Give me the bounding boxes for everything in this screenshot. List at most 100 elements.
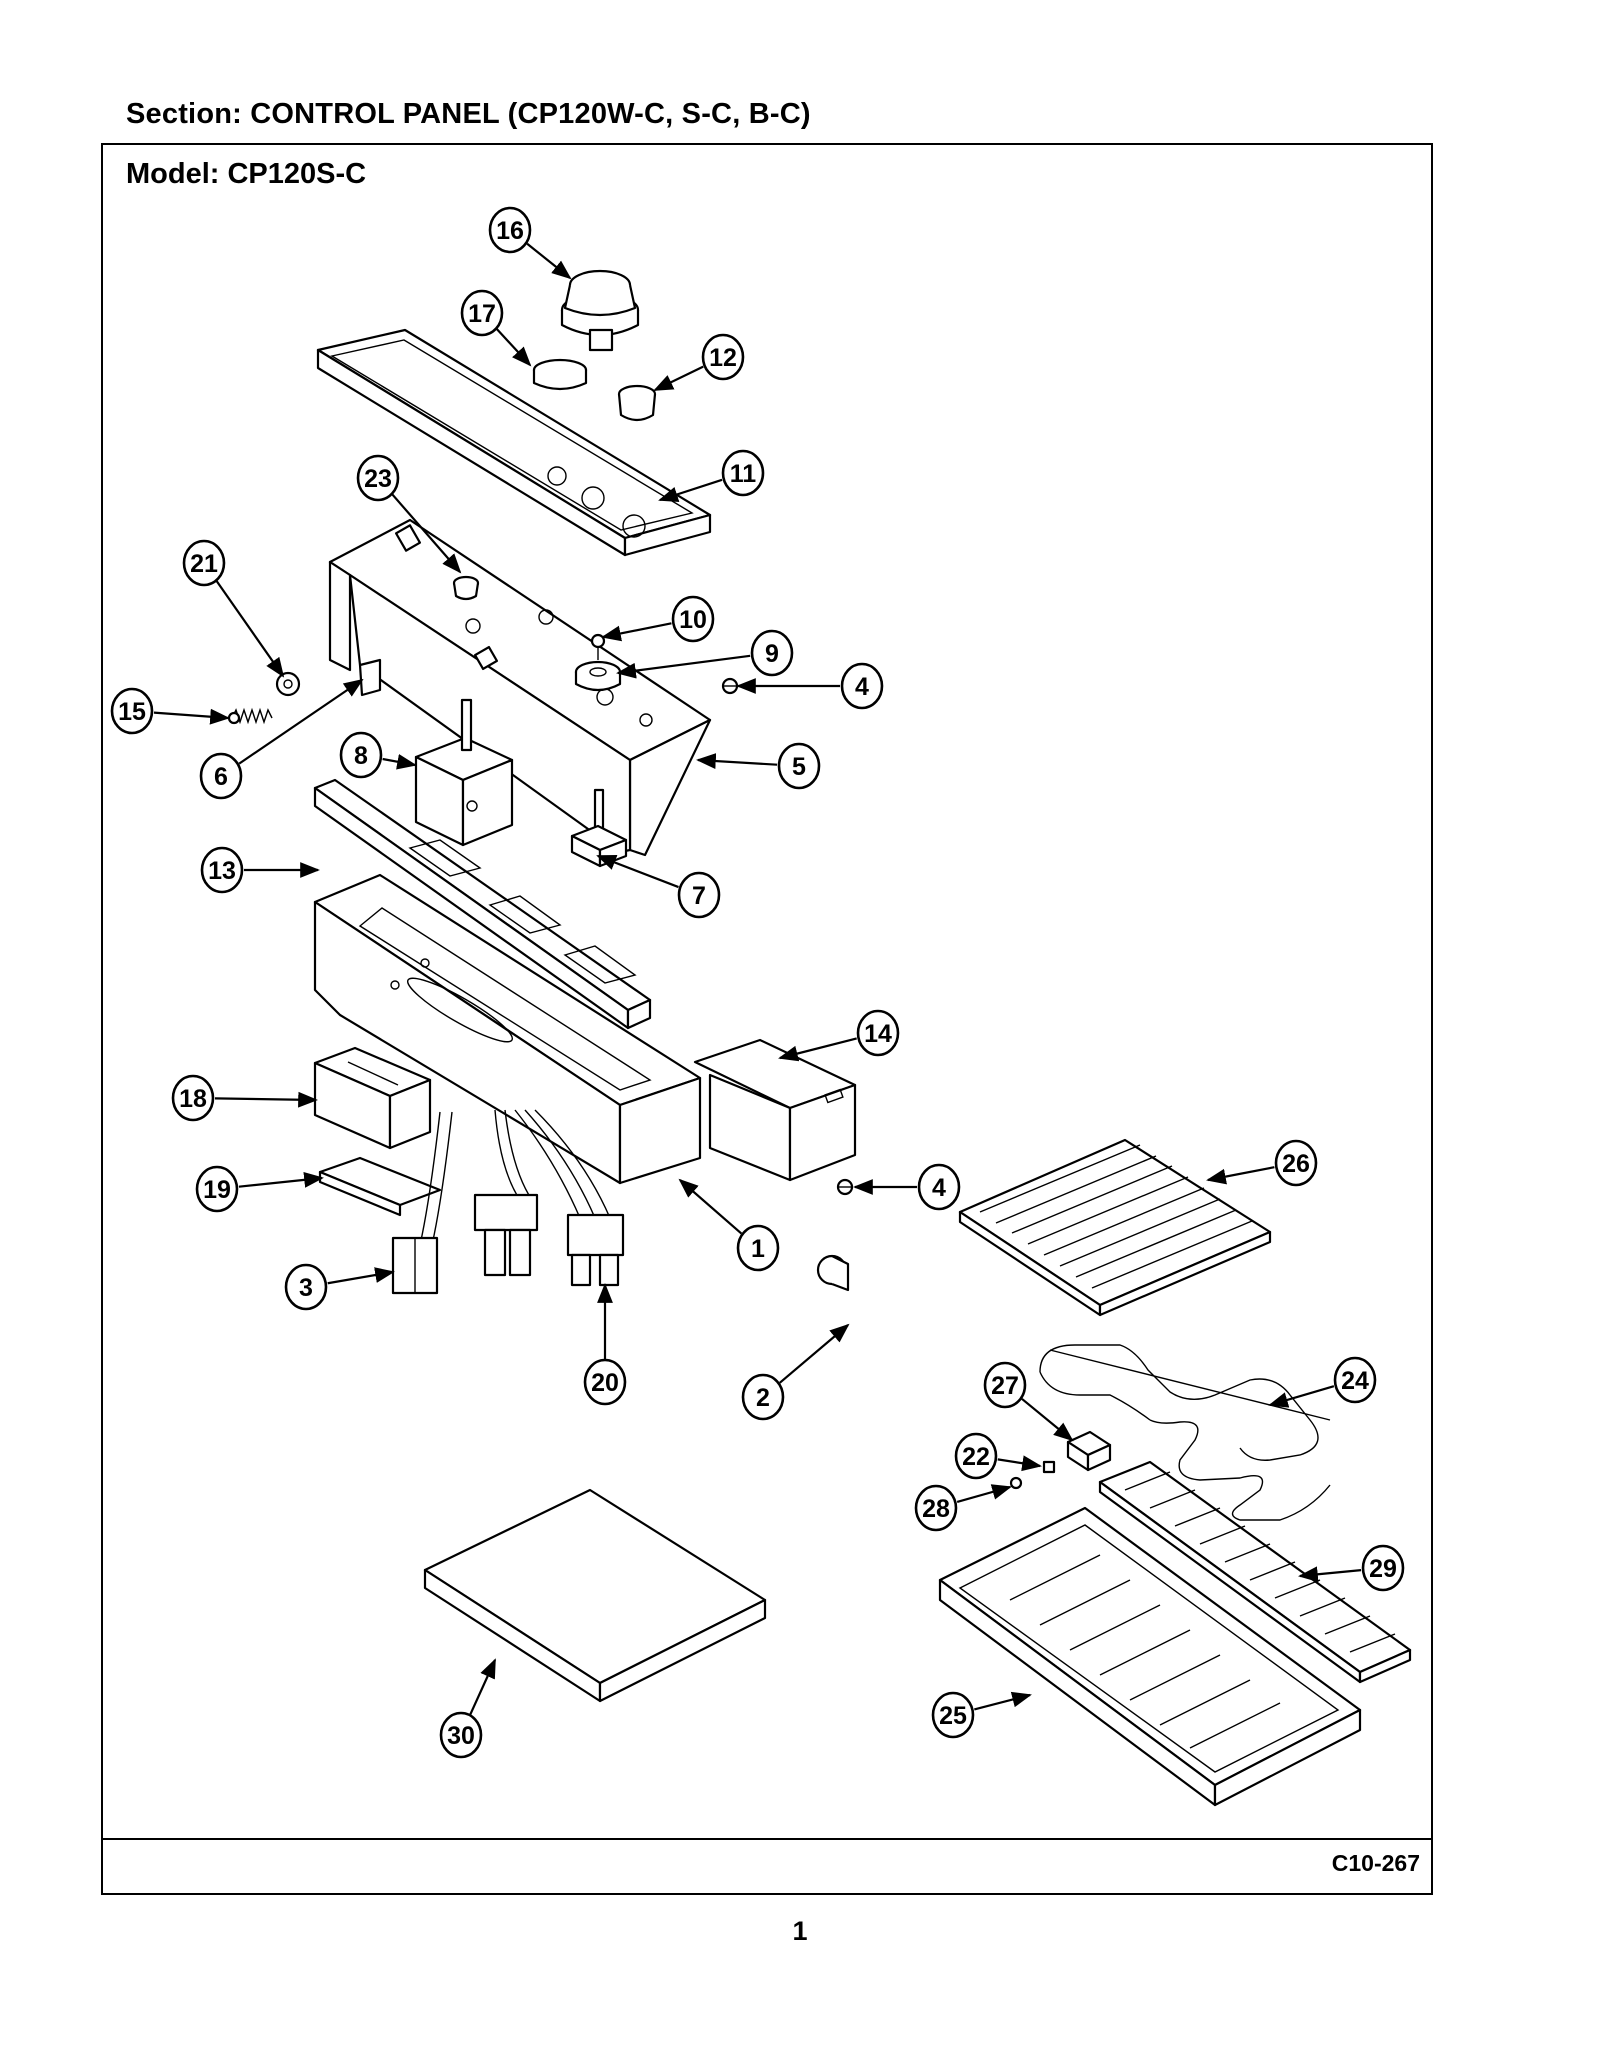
leader-line-8 <box>382 753 417 770</box>
leader-line-23 <box>391 493 462 574</box>
part-screw-4a <box>721 677 739 695</box>
leader-line-17 <box>496 328 532 367</box>
leader-line-5 <box>696 753 778 769</box>
part-button-cap <box>532 358 588 391</box>
callout-24: 24 <box>1333 1356 1377 1404</box>
callout-number: 4 <box>932 1174 946 1202</box>
part-grill-grate <box>958 1138 1272 1317</box>
leader-line-15 <box>153 708 230 725</box>
callout-22: 22 <box>954 1432 998 1480</box>
callout-number: 24 <box>1341 1367 1369 1395</box>
callout-circle <box>777 742 821 790</box>
part-cover <box>423 1488 767 1703</box>
callout-11: 11 <box>721 449 765 497</box>
callout-number: 20 <box>591 1369 619 1397</box>
model-title: Model: CP120S-C <box>126 158 367 190</box>
callout-23: 23 <box>356 454 400 502</box>
leader-line-25 <box>974 1691 1032 1711</box>
part-bracket <box>358 658 382 697</box>
callout-circle <box>171 1074 215 1122</box>
callout-13: 13 <box>200 846 244 894</box>
part-clip <box>1042 1460 1056 1474</box>
callout-circle <box>1361 1544 1405 1592</box>
callout-number: 30 <box>447 1722 475 1750</box>
callout-number: 22 <box>962 1443 990 1471</box>
callout-26: 26 <box>1274 1139 1318 1187</box>
leader-line-12 <box>653 365 704 391</box>
callout-number: 25 <box>939 1702 967 1730</box>
callout-circle <box>200 846 244 894</box>
page-number: 1 <box>792 1916 808 1946</box>
part-screw-28 <box>1009 1476 1023 1490</box>
callout-number: 8 <box>354 742 368 770</box>
callout-29: 29 <box>1361 1544 1405 1592</box>
callout-number: 12 <box>709 344 737 372</box>
callout-number: 26 <box>1282 1150 1310 1178</box>
leader-line-29 <box>1298 1566 1362 1583</box>
leader-line-1 <box>678 1178 743 1235</box>
callout-circle <box>701 333 745 381</box>
callout-circle <box>1333 1356 1377 1404</box>
part-screw-4b <box>836 1178 854 1196</box>
callout-number: 9 <box>765 640 779 668</box>
callout-circle <box>917 1163 961 1211</box>
leader-lines <box>153 242 1362 1716</box>
part-washer <box>275 671 301 697</box>
part-wire-harness <box>473 1109 625 1287</box>
part-heating-element <box>1039 1344 1331 1521</box>
part-switch <box>414 698 514 847</box>
part-terminal-block <box>1066 1430 1112 1472</box>
callout-number: 13 <box>208 857 236 885</box>
callout-number: 15 <box>118 698 146 726</box>
callout-circle <box>1274 1139 1318 1187</box>
callout-circle <box>914 1484 958 1532</box>
callout-circle <box>736 1224 780 1272</box>
leader-line-21 <box>215 580 285 678</box>
part-grommet <box>617 384 657 422</box>
diagram-frame <box>101 143 1433 1895</box>
part-rack <box>1098 1460 1412 1684</box>
leader-line-2 <box>779 1323 850 1384</box>
footer-divider <box>101 1838 1433 1840</box>
part-spring <box>227 707 273 725</box>
callout-9: 9 <box>750 629 794 677</box>
callout-number: 14 <box>864 1020 892 1048</box>
leader-line-10 <box>601 622 672 642</box>
callout-16: 16 <box>488 206 532 254</box>
callout-number: 6 <box>214 763 228 791</box>
callout-21: 21 <box>182 539 226 587</box>
leader-line-19 <box>238 1171 324 1188</box>
callout-number: 7 <box>692 882 706 910</box>
callout-circle <box>677 871 721 919</box>
callout-circle <box>741 1373 785 1421</box>
part-relay-bracket <box>318 1156 442 1217</box>
callout-30: 30 <box>439 1711 483 1759</box>
callout-number: 29 <box>1369 1555 1397 1583</box>
callout-18: 18 <box>171 1074 215 1122</box>
callout-6: 6 <box>199 752 243 800</box>
callout-number: 16 <box>496 217 524 245</box>
callout-number: 2 <box>756 1384 770 1412</box>
callout-circle <box>284 1263 328 1311</box>
leader-line-28 <box>956 1484 1012 1504</box>
callout-number: 27 <box>991 1372 1019 1400</box>
callout-14: 14 <box>856 1009 900 1057</box>
leader-line-6 <box>238 678 364 765</box>
callout-circle <box>840 662 884 710</box>
section-title: Section: CONTROL PANEL (CP120W-C, S-C, B… <box>126 98 811 130</box>
leader-line-24 <box>1268 1385 1335 1408</box>
part-control-housing <box>313 873 702 1185</box>
leader-line-18 <box>214 1091 318 1108</box>
callout-7: 7 <box>677 871 721 919</box>
callout-circle <box>339 731 383 779</box>
callout-number: 18 <box>179 1085 207 1113</box>
callout-3: 3 <box>284 1263 328 1311</box>
part-panel-insert <box>313 778 652 1030</box>
leader-line-27 <box>1021 1398 1074 1442</box>
part-connector <box>391 1111 453 1295</box>
callout-8: 8 <box>339 731 383 779</box>
callout-number: 11 <box>730 460 757 488</box>
leader-line-11 <box>658 478 723 503</box>
callout-number: 28 <box>922 1495 950 1523</box>
leader-line-30 <box>469 1658 497 1716</box>
